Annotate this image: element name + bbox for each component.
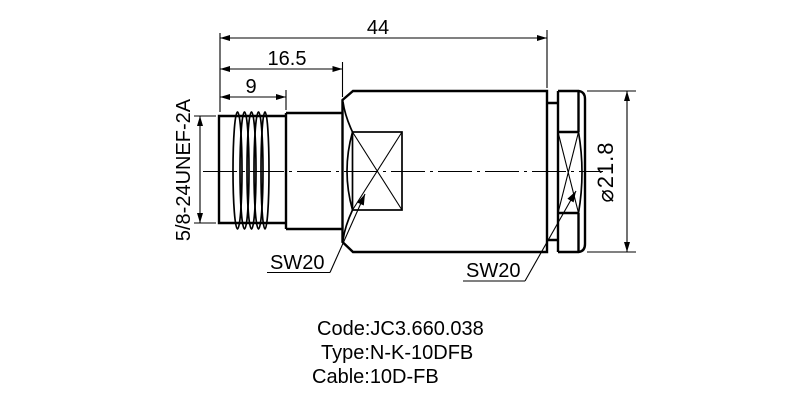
dimension-thread-spec: 5/8-24UNEF-2A bbox=[173, 98, 216, 241]
dimension-overall-length: 44 bbox=[219, 17, 548, 112]
dimension-thread-length: 9 bbox=[220, 76, 287, 110]
arrowhead bbox=[276, 94, 286, 100]
mid-section-outline bbox=[284, 111, 343, 231]
dim-overall-length-text: 44 bbox=[367, 17, 389, 39]
arrowhead bbox=[624, 91, 630, 101]
wrench-flat-symbol-cap bbox=[557, 131, 583, 214]
arrowhead bbox=[624, 242, 630, 252]
note-cable: Cable:10D-FB bbox=[312, 366, 439, 388]
arrowhead bbox=[197, 116, 203, 126]
arrowhead bbox=[567, 191, 576, 203]
dimension-front-section: 16.5 bbox=[220, 48, 344, 97]
dim-thread-length-text: 9 bbox=[245, 76, 256, 98]
dimension-outer-diameter: ⌀21.8 bbox=[587, 90, 636, 253]
arrowhead bbox=[220, 94, 230, 100]
arrowhead bbox=[357, 194, 365, 206]
leader-sw20-nut: SW20 bbox=[463, 190, 577, 282]
arrowhead bbox=[220, 35, 230, 41]
sw20-body-text: SW20 bbox=[270, 252, 324, 274]
notes-block: Code:JC3.660.038 Type:N-K-10DFB Cable:10… bbox=[312, 318, 484, 388]
note-type: Type:N-K-10DFB bbox=[321, 342, 473, 364]
thread-hatching bbox=[232, 111, 270, 230]
wrench-flat-symbol-body bbox=[342, 101, 403, 241]
coupling-nut-outline bbox=[217, 114, 286, 225]
arrowhead bbox=[197, 213, 203, 223]
arrowhead bbox=[332, 66, 343, 72]
note-code: Code:JC3.660.038 bbox=[317, 318, 484, 340]
rear-hex-nut-outline bbox=[556, 89, 587, 254]
leader-sw20-body: SW20 bbox=[267, 193, 366, 274]
thread-spec-text: 5/8-24UNEF-2A bbox=[173, 98, 195, 241]
arrowhead bbox=[220, 66, 230, 72]
arrowhead bbox=[537, 35, 547, 41]
outer-diameter-text: ⌀21.8 bbox=[593, 141, 618, 202]
main-body-outline bbox=[341, 89, 549, 254]
dim-front-section-text: 16.5 bbox=[268, 48, 307, 70]
sw20-nut-text: SW20 bbox=[466, 260, 520, 282]
